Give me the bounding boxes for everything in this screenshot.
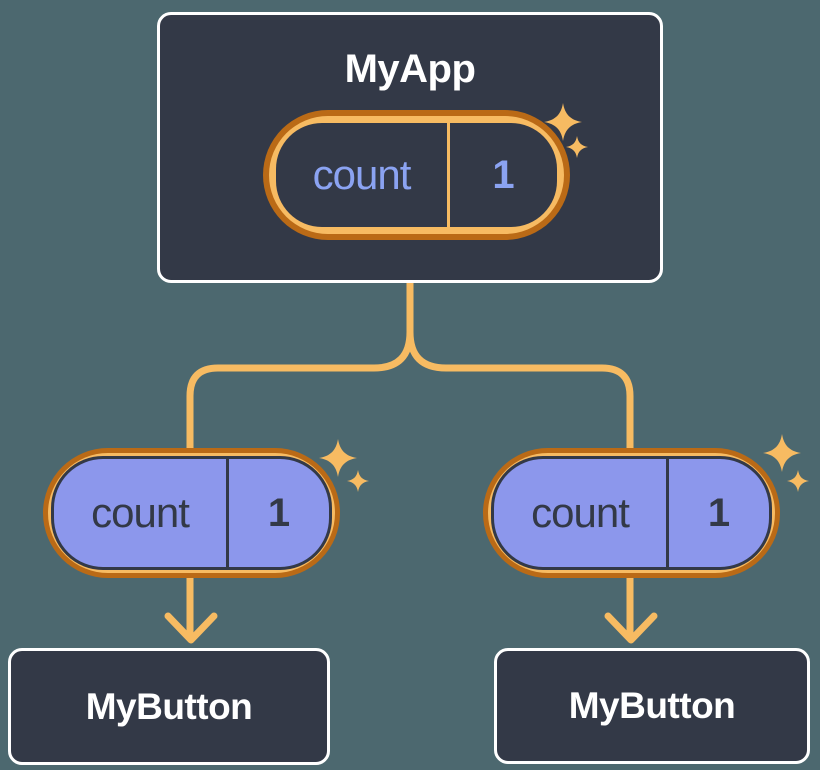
component-title: MyApp — [344, 47, 476, 91]
pill-body: count 1 — [491, 456, 772, 570]
pill-divider — [666, 459, 669, 567]
state-value: 1 — [267, 490, 291, 535]
connector-branch-left — [186, 328, 414, 642]
component-title: MyButton — [85, 685, 253, 727]
component-title: MyButton — [568, 685, 736, 726]
pill-body: count 1 — [276, 123, 557, 227]
component-box-mybutton-left: MyButton — [8, 648, 330, 765]
arrowhead-right-icon — [604, 612, 658, 644]
sparkle-icon — [319, 439, 357, 477]
component-box-mybutton-right: MyButton — [494, 648, 810, 764]
sparkle-icon — [787, 470, 809, 492]
state-value: 1 — [492, 152, 515, 197]
pill-divider — [226, 459, 229, 567]
connector-branch-right — [406, 328, 634, 642]
pill-body: count 1 — [51, 456, 332, 570]
state-name-label: count — [312, 151, 412, 198]
state-name-label: count — [531, 489, 630, 536]
state-value: 1 — [707, 490, 731, 535]
sparkle-icon — [566, 136, 588, 158]
sparkle-icon — [347, 470, 369, 492]
sparkle-icon — [763, 434, 801, 472]
state-name-label: count — [91, 489, 190, 536]
sparkle-icon — [544, 103, 582, 141]
state-pill-right-child: count 1 — [483, 448, 780, 578]
state-pill-left-child: count 1 — [43, 448, 340, 578]
pill-divider — [447, 123, 450, 227]
state-pill-root: count 1 — [263, 110, 570, 240]
arrowhead-left-icon — [164, 612, 218, 644]
